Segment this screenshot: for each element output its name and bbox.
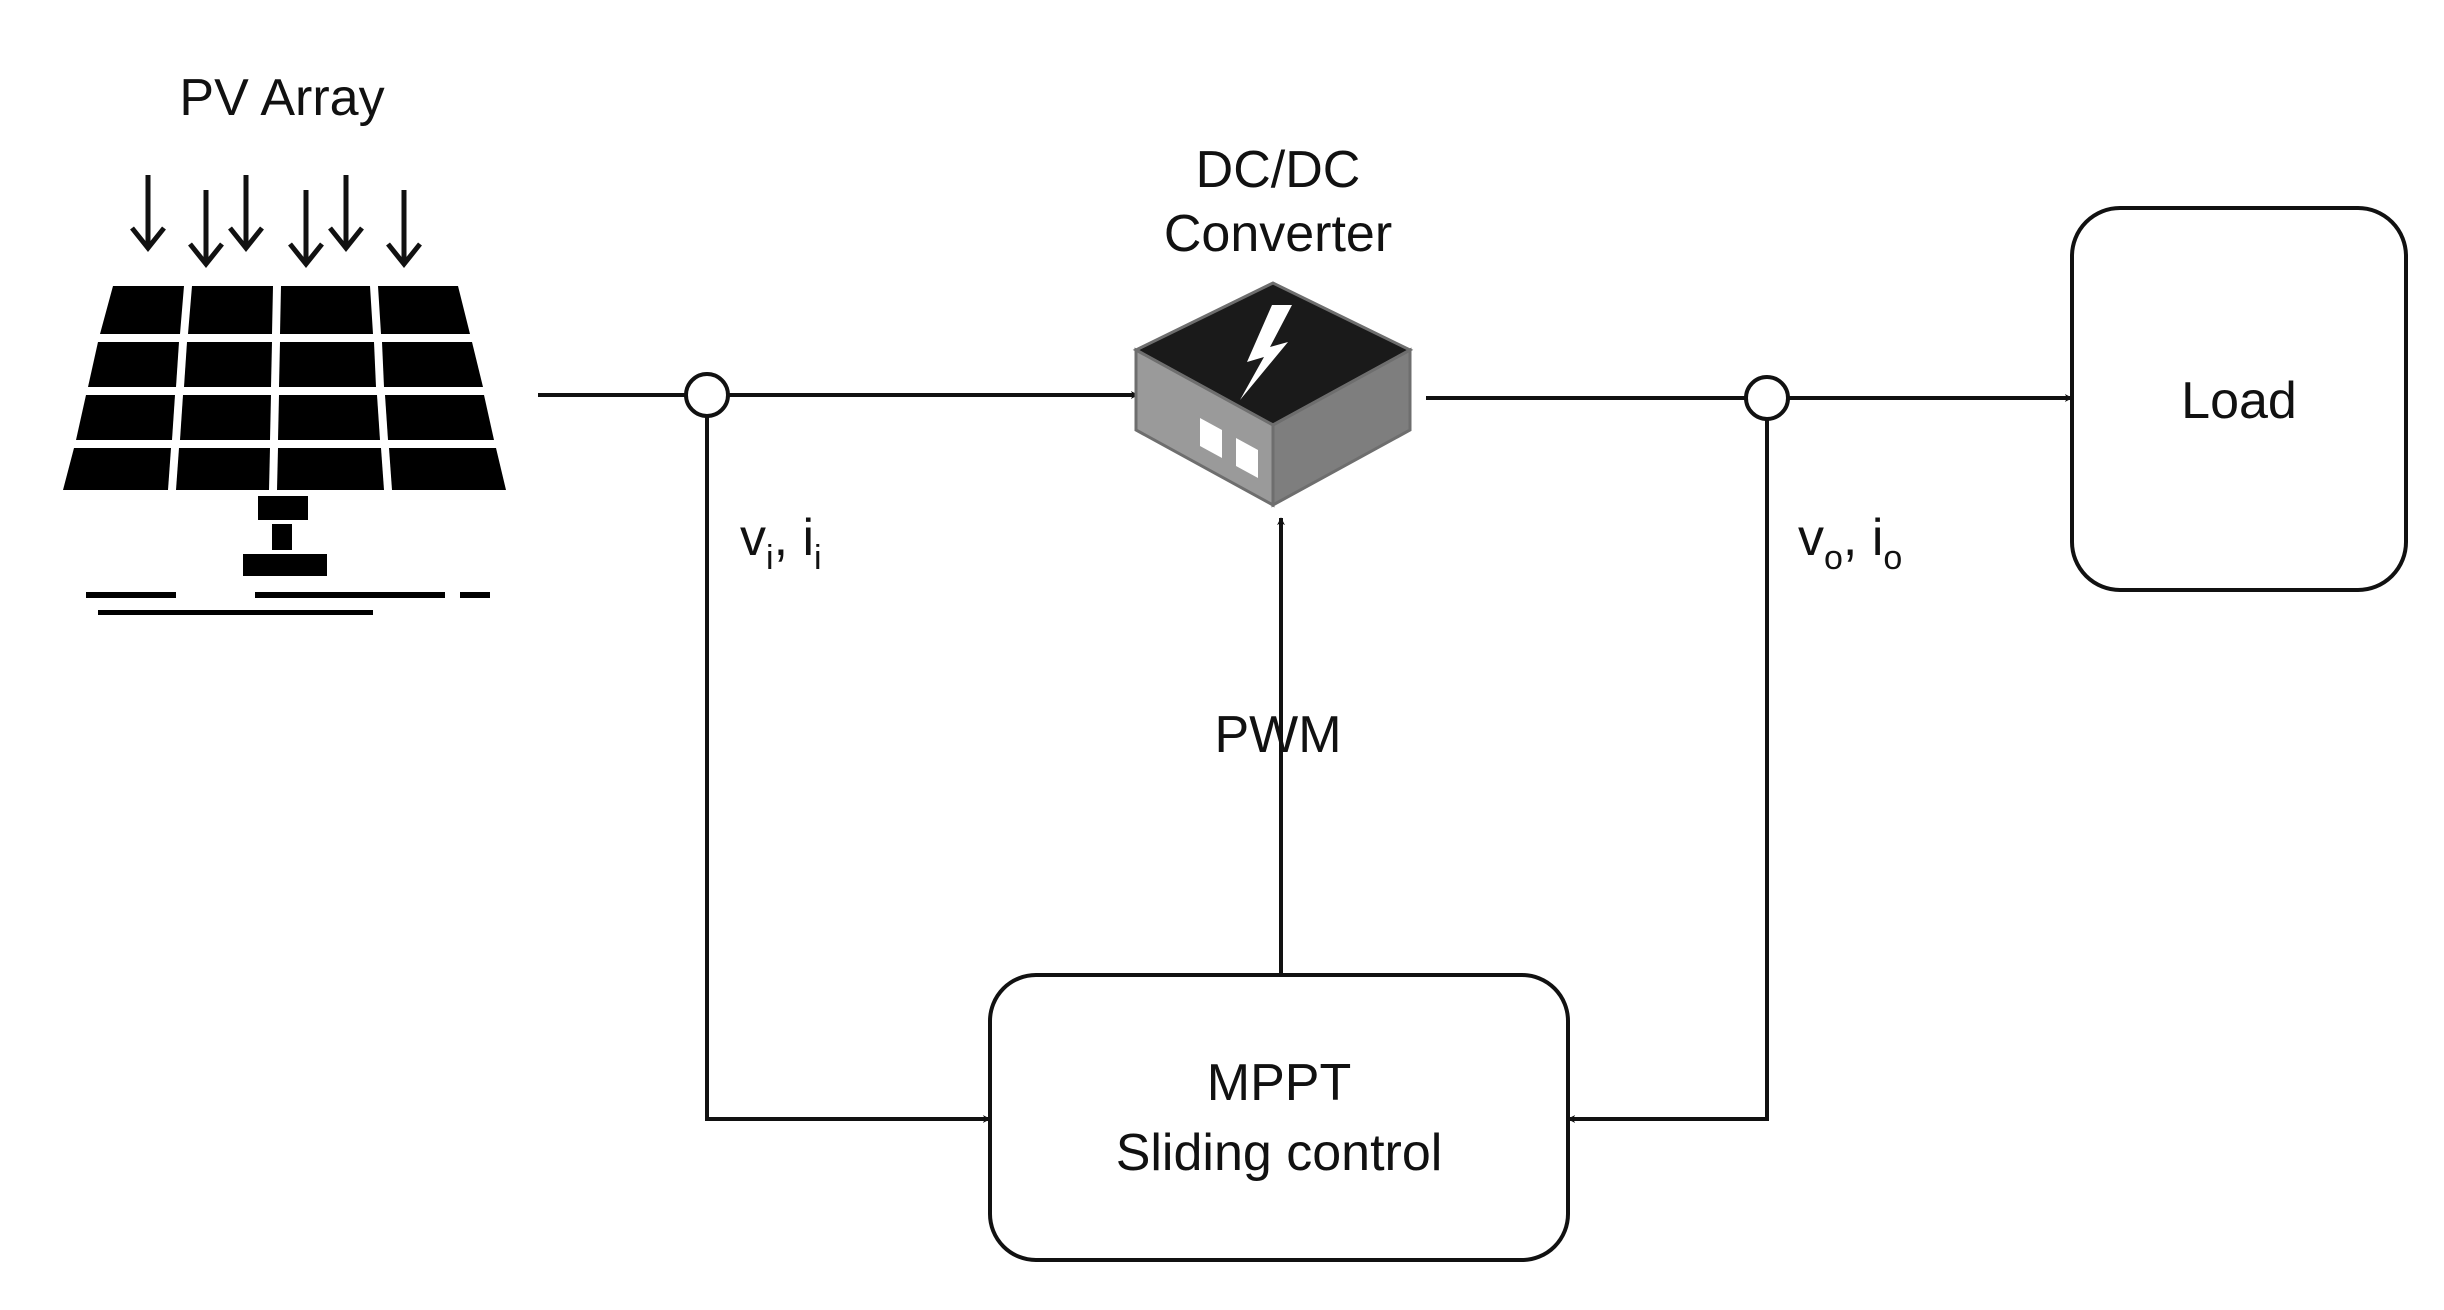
mppt-block [988, 973, 1570, 1262]
mppt-label-line2: Sliding control [1116, 1124, 1443, 1182]
converter-label-line1: DC/DC [1196, 141, 1361, 199]
load-label: Load [2181, 372, 2297, 430]
solar-panel-icon [63, 175, 506, 615]
output-measurement-label: vo, io [1798, 509, 1902, 577]
output-feedback-wire [1567, 398, 1769, 1123]
input-sensor-node [684, 372, 730, 418]
output-sensor-node [1744, 375, 1790, 421]
sunlight-arrows-icon [130, 175, 422, 269]
input-feedback-wire [705, 395, 991, 1123]
converter-label-line2: Converter [1164, 205, 1392, 263]
pv-array-label: PV Array [179, 69, 384, 127]
mppt-label-line1: MPPT [1207, 1054, 1351, 1112]
input-measurement-label: vi, ii [740, 509, 822, 577]
lightning-bolt-icon [1240, 305, 1292, 400]
pwm-label: PWM [1214, 706, 1341, 764]
load-block [2070, 206, 2408, 592]
power-converter-icon [1132, 281, 1414, 508]
